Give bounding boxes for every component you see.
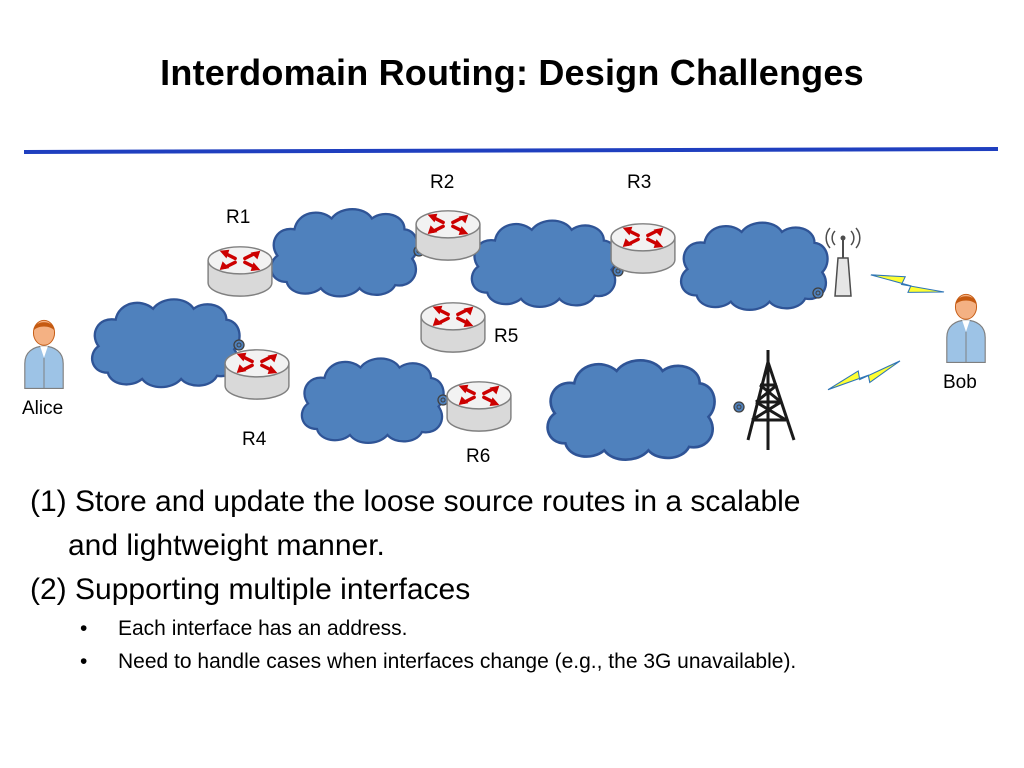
sub-bullet-2-text: Need to handle cases when interfaces cha…: [118, 650, 797, 673]
bullet-list: (1) Store and update the loose source ro…: [30, 480, 1010, 678]
slide-title: Interdomain Routing: Design Challenges: [160, 52, 864, 93]
router-r4: [223, 348, 291, 401]
router-r6: [445, 380, 513, 433]
router-r2: [414, 209, 482, 262]
router-label-r4: R4: [242, 429, 267, 450]
host-label-bob: Bob: [943, 372, 977, 393]
router-label-r3: R3: [627, 172, 652, 193]
bullet-item-1-line-1: (1) Store and update the loose source ro…: [30, 485, 801, 518]
interface-port: [812, 287, 824, 299]
sub-bullet-2: • Need to handle cases when interfaces c…: [30, 645, 1010, 678]
alice-person-icon: [24, 319, 64, 390]
router-r5: [419, 301, 487, 354]
bullet-item-1: (1) Store and update the loose source ro…: [30, 480, 1010, 568]
interface-port: [233, 339, 245, 351]
network-cloud: [90, 298, 241, 389]
cell-tower-icon: [746, 350, 796, 450]
wifi-access-point-icon: [825, 227, 861, 297]
network-cloud: [300, 357, 445, 445]
sub-bullet-1: • Each interface has an address.: [30, 612, 1010, 645]
router-label-r5: R5: [494, 326, 519, 347]
wireless-link-bolt-icon: [827, 360, 901, 391]
host-label-alice: Alice: [22, 398, 64, 419]
router-label-r2: R2: [430, 172, 455, 193]
title-rule: [23, 147, 999, 154]
network-cloud: [545, 358, 717, 461]
interface-port: [733, 401, 745, 413]
network-diagram: [24, 207, 986, 461]
wireless-link-bolt-icon: [869, 251, 945, 316]
network-cloud: [269, 207, 419, 298]
network-cloud: [679, 221, 829, 312]
router-label-r1: R1: [226, 207, 251, 228]
router-label-r6: R6: [466, 446, 491, 467]
sub-bullet-marker: •: [80, 617, 88, 640]
bob-person-icon: [946, 293, 986, 364]
bullet-item-1-line-2: and lightweight manner.: [68, 529, 385, 562]
network-cloud: [470, 219, 618, 308]
router-r3: [609, 222, 677, 275]
sub-bullet-marker: •: [80, 650, 88, 673]
router-r1: [206, 245, 274, 298]
bullet-item-2: (2) Supporting multiple interfaces: [30, 573, 471, 606]
sub-bullet-1-text: Each interface has an address.: [118, 617, 408, 640]
